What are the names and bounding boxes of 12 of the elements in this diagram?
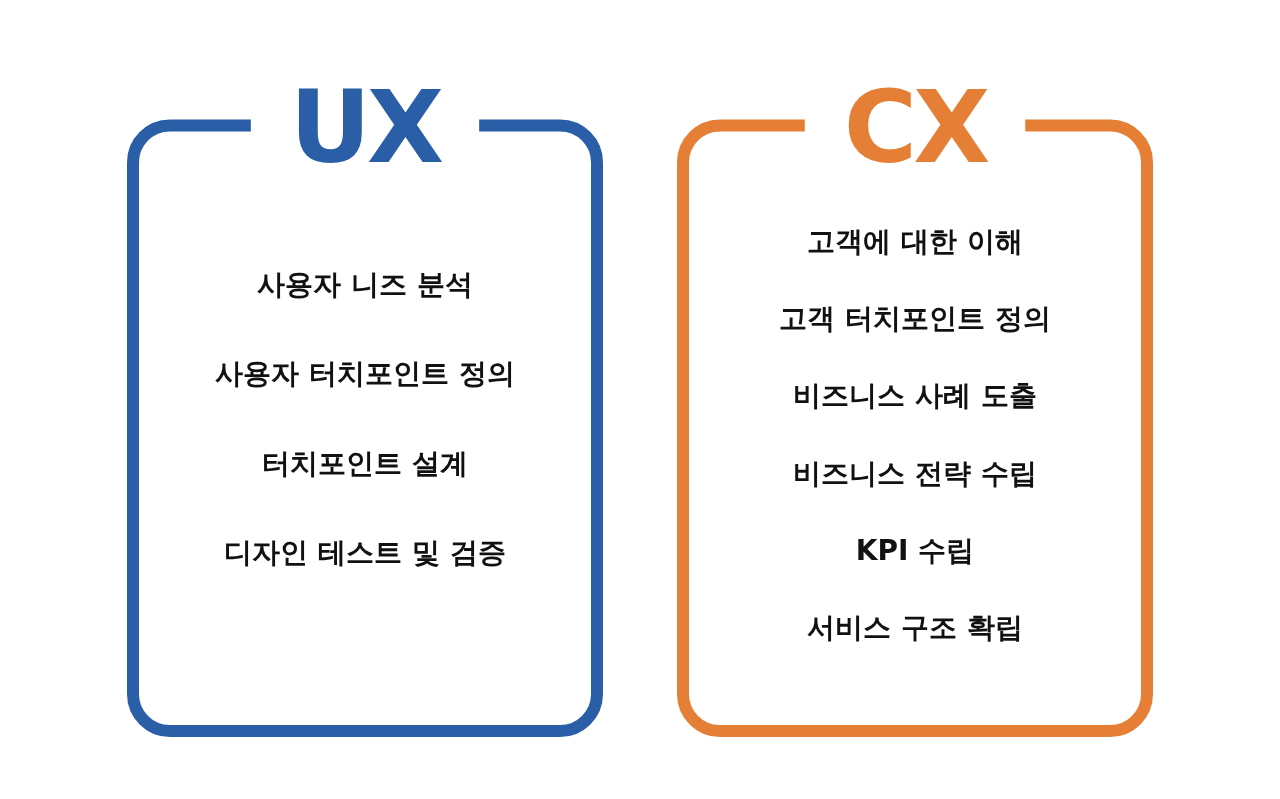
list-item: 비즈니스 사례 도출 — [793, 379, 1037, 414]
list-item: 서비스 구조 확립 — [807, 611, 1023, 645]
list-item: 디자인 테스트 및 검증 — [224, 536, 506, 570]
list-item: 사용자 터치포인트 정의 — [215, 357, 515, 392]
list-item: 고객에 대한 이해 — [807, 225, 1023, 259]
panel-heading: CX — [843, 78, 987, 178]
list-item: 터치포인트 설계 — [262, 446, 468, 481]
list-item: 고객 터치포인트 정의 — [779, 302, 1051, 336]
list-item: 비즈니스 전략 수립 — [793, 456, 1037, 491]
panel-heading: UX — [289, 78, 441, 178]
list-item: 사용자 니즈 분석 — [257, 268, 473, 302]
list-item: KPI 수립 — [855, 534, 975, 568]
